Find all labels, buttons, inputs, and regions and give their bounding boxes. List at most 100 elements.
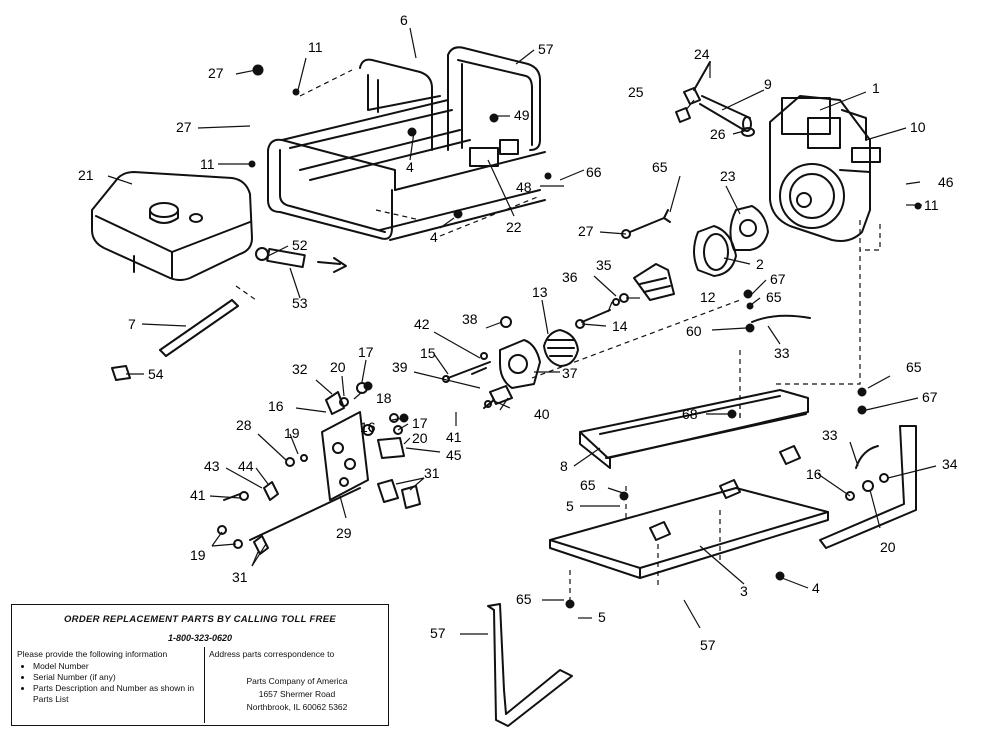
alternator-stator bbox=[489, 205, 769, 405]
order-address-line: 1657 Shermer Road bbox=[258, 689, 336, 699]
order-info-item: Serial Number (if any) bbox=[33, 672, 202, 683]
order-address: Parts Company of America 1657 Shermer Ro… bbox=[209, 675, 385, 714]
callout-16: 16 bbox=[268, 398, 284, 414]
callout-16: 16 bbox=[806, 466, 822, 482]
callout-33: 33 bbox=[774, 345, 790, 361]
callout-31: 31 bbox=[232, 569, 248, 585]
callout-22: 22 bbox=[506, 219, 522, 235]
callout-54: 54 bbox=[148, 366, 164, 382]
callout-65: 65 bbox=[652, 159, 668, 175]
leader-lines bbox=[107, 27, 937, 635]
order-address-intro: Address parts correspondence to bbox=[209, 649, 335, 659]
callout-25: 25 bbox=[628, 84, 644, 100]
callout-20: 20 bbox=[880, 539, 896, 555]
callout-8: 8 bbox=[560, 458, 568, 474]
callout-19: 19 bbox=[190, 547, 206, 563]
callout-5: 5 bbox=[598, 609, 606, 625]
callout-52: 52 bbox=[292, 237, 308, 253]
callout-31: 31 bbox=[424, 465, 440, 481]
callout-4: 4 bbox=[812, 580, 820, 596]
callout-4: 4 bbox=[406, 159, 414, 175]
callout-3: 3 bbox=[740, 583, 748, 599]
callout-4: 4 bbox=[430, 229, 438, 245]
order-title: ORDER REPLACEMENT PARTS BY CALLING TOLL … bbox=[63, 614, 336, 625]
callout-65: 65 bbox=[516, 591, 532, 607]
callout-23: 23 bbox=[720, 168, 736, 184]
callout-67: 67 bbox=[922, 389, 938, 405]
callout-27: 27 bbox=[578, 223, 594, 239]
callout-7: 7 bbox=[128, 316, 136, 332]
engine bbox=[769, 95, 881, 242]
callout-12: 12 bbox=[700, 289, 716, 305]
order-info-item: Model Number bbox=[33, 661, 202, 672]
handle-bottom bbox=[487, 603, 573, 727]
callout-10: 10 bbox=[910, 119, 926, 135]
callout-13: 13 bbox=[532, 284, 548, 300]
order-address-line: Parts Company of America bbox=[246, 676, 348, 686]
callout-11: 11 bbox=[924, 197, 939, 213]
callout-46: 46 bbox=[938, 174, 954, 190]
frame-assembly bbox=[267, 46, 546, 241]
callout-16: 16 bbox=[360, 419, 376, 435]
callout-5: 5 bbox=[566, 498, 574, 514]
callout-57: 57 bbox=[538, 41, 554, 57]
callout-42: 42 bbox=[414, 316, 430, 332]
callout-38: 38 bbox=[462, 311, 478, 327]
wire-harness bbox=[751, 314, 889, 501]
callout-21: 21 bbox=[78, 167, 94, 183]
callout-24: 24 bbox=[694, 46, 710, 62]
callout-1: 1 bbox=[872, 80, 880, 96]
callout-14: 14 bbox=[612, 318, 628, 334]
order-phone-number: 1-800-323-0620 bbox=[167, 633, 233, 643]
callout-60: 60 bbox=[686, 323, 702, 339]
callout-36: 36 bbox=[562, 269, 578, 285]
callout-19: 19 bbox=[284, 425, 300, 441]
callout-34: 34 bbox=[942, 456, 958, 472]
order-info-item: Parts Description and Number as shown in… bbox=[33, 683, 202, 705]
callout-67: 67 bbox=[770, 271, 786, 287]
fasteners bbox=[442, 209, 671, 409]
callout-18: 18 bbox=[376, 390, 392, 406]
callout-20: 20 bbox=[330, 359, 346, 375]
callout-27: 27 bbox=[176, 119, 192, 135]
callout-44: 44 bbox=[238, 458, 254, 474]
assembly-lines bbox=[235, 69, 881, 600]
fuel-tank bbox=[91, 171, 253, 281]
callout-48: 48 bbox=[516, 179, 532, 195]
base-frame bbox=[549, 389, 917, 579]
callout-45: 45 bbox=[446, 447, 462, 463]
order-divider bbox=[204, 647, 205, 723]
callout-53: 53 bbox=[292, 295, 308, 311]
callout-11: 11 bbox=[308, 39, 323, 55]
callout-68: 68 bbox=[682, 406, 698, 422]
callout-43: 43 bbox=[204, 458, 220, 474]
callout-17: 17 bbox=[358, 344, 374, 360]
callout-49: 49 bbox=[514, 107, 530, 123]
order-info-box: ORDER REPLACEMENT PARTS BY CALLING TOLL … bbox=[11, 604, 389, 726]
tank-strap bbox=[111, 299, 239, 381]
callout-65: 65 bbox=[580, 477, 596, 493]
order-address-line: Northbrook, IL 60062 5362 bbox=[246, 702, 348, 712]
callout-41: 41 bbox=[446, 429, 462, 445]
callout-66: 66 bbox=[586, 164, 602, 180]
callout-35: 35 bbox=[596, 257, 612, 273]
callout-27: 27 bbox=[208, 65, 224, 81]
callout-40: 40 bbox=[534, 406, 550, 422]
callout-28: 28 bbox=[236, 417, 252, 433]
callout-41: 41 bbox=[190, 487, 206, 503]
callout-15: 15 bbox=[420, 345, 436, 361]
order-info-items: Model Number Serial Number (if any) Part… bbox=[17, 661, 202, 705]
callout-33: 33 bbox=[822, 427, 838, 443]
callout-26: 26 bbox=[710, 126, 726, 142]
callout-29: 29 bbox=[336, 525, 352, 541]
callout-labels: 1 2 3 4 4 4 5 5 6 7 8 9 10 11 11 11 12 1… bbox=[78, 12, 958, 653]
order-info-list: Please provide the following information… bbox=[17, 649, 202, 705]
callout-2: 2 bbox=[756, 256, 764, 272]
callout-20: 20 bbox=[412, 430, 428, 446]
fuel-line bbox=[255, 247, 347, 273]
callout-57: 57 bbox=[430, 625, 446, 641]
callout-6: 6 bbox=[400, 12, 408, 28]
callout-17: 17 bbox=[412, 415, 428, 431]
callout-65: 65 bbox=[766, 289, 782, 305]
